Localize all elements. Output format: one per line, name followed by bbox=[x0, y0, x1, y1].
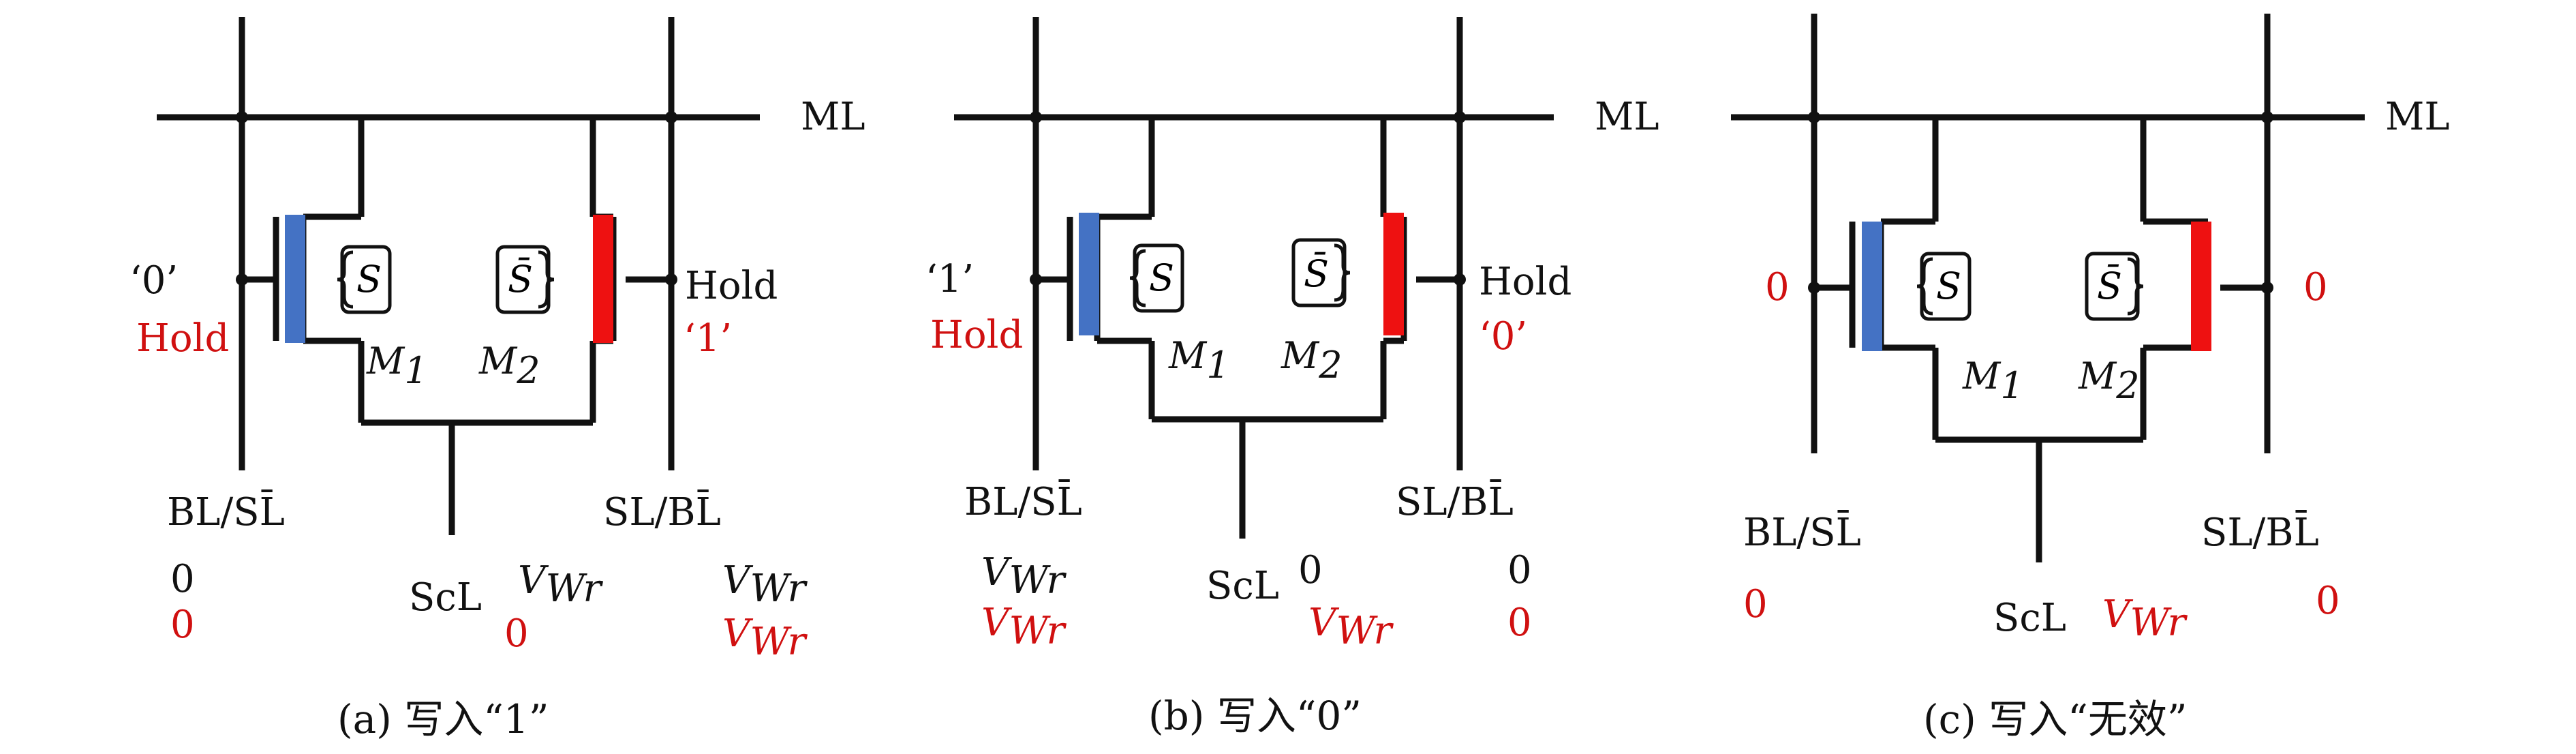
gate-symbol-s-bar: S̄ bbox=[2097, 264, 2122, 307]
left-voltage-1: VWr bbox=[981, 550, 1067, 603]
right-pin-top: Hold bbox=[1479, 260, 1571, 304]
ml-label: ML bbox=[1595, 95, 1659, 139]
transistor-m1: M1 bbox=[366, 340, 428, 392]
right-voltage-1: VWr bbox=[722, 558, 808, 611]
gate-symbol-s-bar: S̄ bbox=[508, 257, 533, 301]
brace-left-icon bbox=[1916, 257, 1933, 316]
panel-c: S S̄ ML M1 M2 0 0 BL/SL̄ SL/BL̄ ScL 0 VW… bbox=[1731, 14, 2450, 742]
ferroelectric-gate-blue bbox=[285, 215, 305, 343]
junction-dot bbox=[236, 111, 248, 123]
ferroelectric-gate-red bbox=[2191, 222, 2211, 351]
right-pin-top: Hold bbox=[685, 264, 778, 308]
scl-voltage-2: 0 bbox=[504, 612, 529, 656]
right-voltage-2: VWr bbox=[722, 612, 808, 664]
right-line-label: SL/BL̄ bbox=[603, 489, 721, 534]
left-voltage-2: 0 bbox=[170, 603, 195, 647]
junction-dot bbox=[1808, 111, 1820, 123]
gate-symbol-s: S bbox=[1149, 256, 1174, 299]
panel-caption: (c) 写入“无效” bbox=[1923, 696, 2187, 742]
left-pin-bottom: Hold bbox=[136, 316, 229, 361]
transistor-m1: M1 bbox=[1962, 355, 2024, 407]
junction-dot bbox=[1454, 111, 1466, 123]
brace-left-icon bbox=[337, 250, 354, 309]
scl-label: ScL bbox=[409, 575, 482, 620]
transistor-m2: M2 bbox=[1281, 334, 1343, 387]
brace-right-icon bbox=[538, 250, 555, 309]
brace-left-icon bbox=[1129, 249, 1146, 307]
right-line-label: SL/BL̄ bbox=[2201, 509, 2319, 555]
panel-c-wires bbox=[1731, 14, 2365, 562]
junction-dot bbox=[1030, 273, 1042, 286]
junction-dot bbox=[2261, 282, 2273, 294]
ferroelectric-gate-red bbox=[1383, 213, 1404, 335]
ml-label: ML bbox=[2385, 95, 2450, 139]
right-pin-bottom: ‘0’ bbox=[1479, 314, 1527, 359]
scl-voltage: VWr bbox=[2102, 592, 2188, 645]
left-line-label: BL/SL̄ bbox=[964, 479, 1082, 524]
left-pin-top: ‘0’ bbox=[129, 258, 178, 303]
junction-dot bbox=[2261, 111, 2273, 123]
scl-voltage-1: 0 bbox=[1298, 548, 1323, 592]
junction-dot bbox=[1030, 111, 1042, 123]
brace-right-icon bbox=[2127, 257, 2144, 316]
left-voltage-2: VWr bbox=[981, 601, 1067, 653]
panel-a: S S̄ ML M1 M2 ‘0’ Hold Hold ‘1’ BL/SL̄ S… bbox=[129, 17, 865, 742]
ferroelectric-gate-blue bbox=[1862, 222, 1882, 351]
scl-label: ScL bbox=[1993, 596, 2066, 640]
scl-voltage-2: VWr bbox=[1308, 601, 1394, 653]
panel-b: S S̄ ML M1 M2 ‘1’ Hold Hold ‘0’ BL/SL̄ S… bbox=[925, 17, 1659, 739]
right-pin-bottom: ‘1’ bbox=[684, 316, 732, 361]
panel-caption: (a) 写入“1” bbox=[337, 696, 549, 742]
left-line-label: BL/SL̄ bbox=[1743, 509, 1861, 555]
scl-voltage-1: VWr bbox=[518, 558, 603, 611]
left-pin: 0 bbox=[1765, 265, 1790, 310]
junction-dot bbox=[1808, 282, 1820, 294]
right-pin: 0 bbox=[2303, 265, 2328, 310]
right-voltage-1: 0 bbox=[1507, 548, 1532, 592]
left-pin-bottom: Hold bbox=[930, 313, 1023, 357]
gate-symbol-s-bar: S̄ bbox=[1304, 252, 1329, 295]
gate-symbol-s: S bbox=[1936, 265, 1961, 307]
scl-label: ScL bbox=[1206, 564, 1279, 608]
ferroelectric-gate-blue bbox=[1079, 213, 1099, 335]
brace-right-icon bbox=[1334, 243, 1351, 302]
ferroelectric-gate-red bbox=[593, 215, 613, 343]
transistor-m2: M2 bbox=[2078, 355, 2140, 407]
gate-symbol-s: S bbox=[356, 258, 382, 301]
right-line-label: SL/BL̄ bbox=[1396, 479, 1514, 524]
junction-dot bbox=[665, 273, 677, 286]
left-line-label: BL/SL̄ bbox=[167, 489, 285, 534]
left-voltage: 0 bbox=[1743, 582, 1768, 627]
junction-dot bbox=[1454, 273, 1466, 286]
ml-label: ML bbox=[801, 95, 865, 139]
left-pin-top: ‘1’ bbox=[925, 257, 974, 301]
right-voltage-2: 0 bbox=[1507, 601, 1532, 645]
junction-dot bbox=[665, 111, 677, 123]
transistor-m1: M1 bbox=[1168, 334, 1230, 387]
transistor-m2: M2 bbox=[478, 340, 540, 392]
junction-dot bbox=[236, 273, 248, 286]
left-voltage-1: 0 bbox=[170, 557, 195, 601]
panel-caption: (b) 写入“0” bbox=[1148, 693, 1362, 739]
right-voltage: 0 bbox=[2316, 579, 2340, 623]
